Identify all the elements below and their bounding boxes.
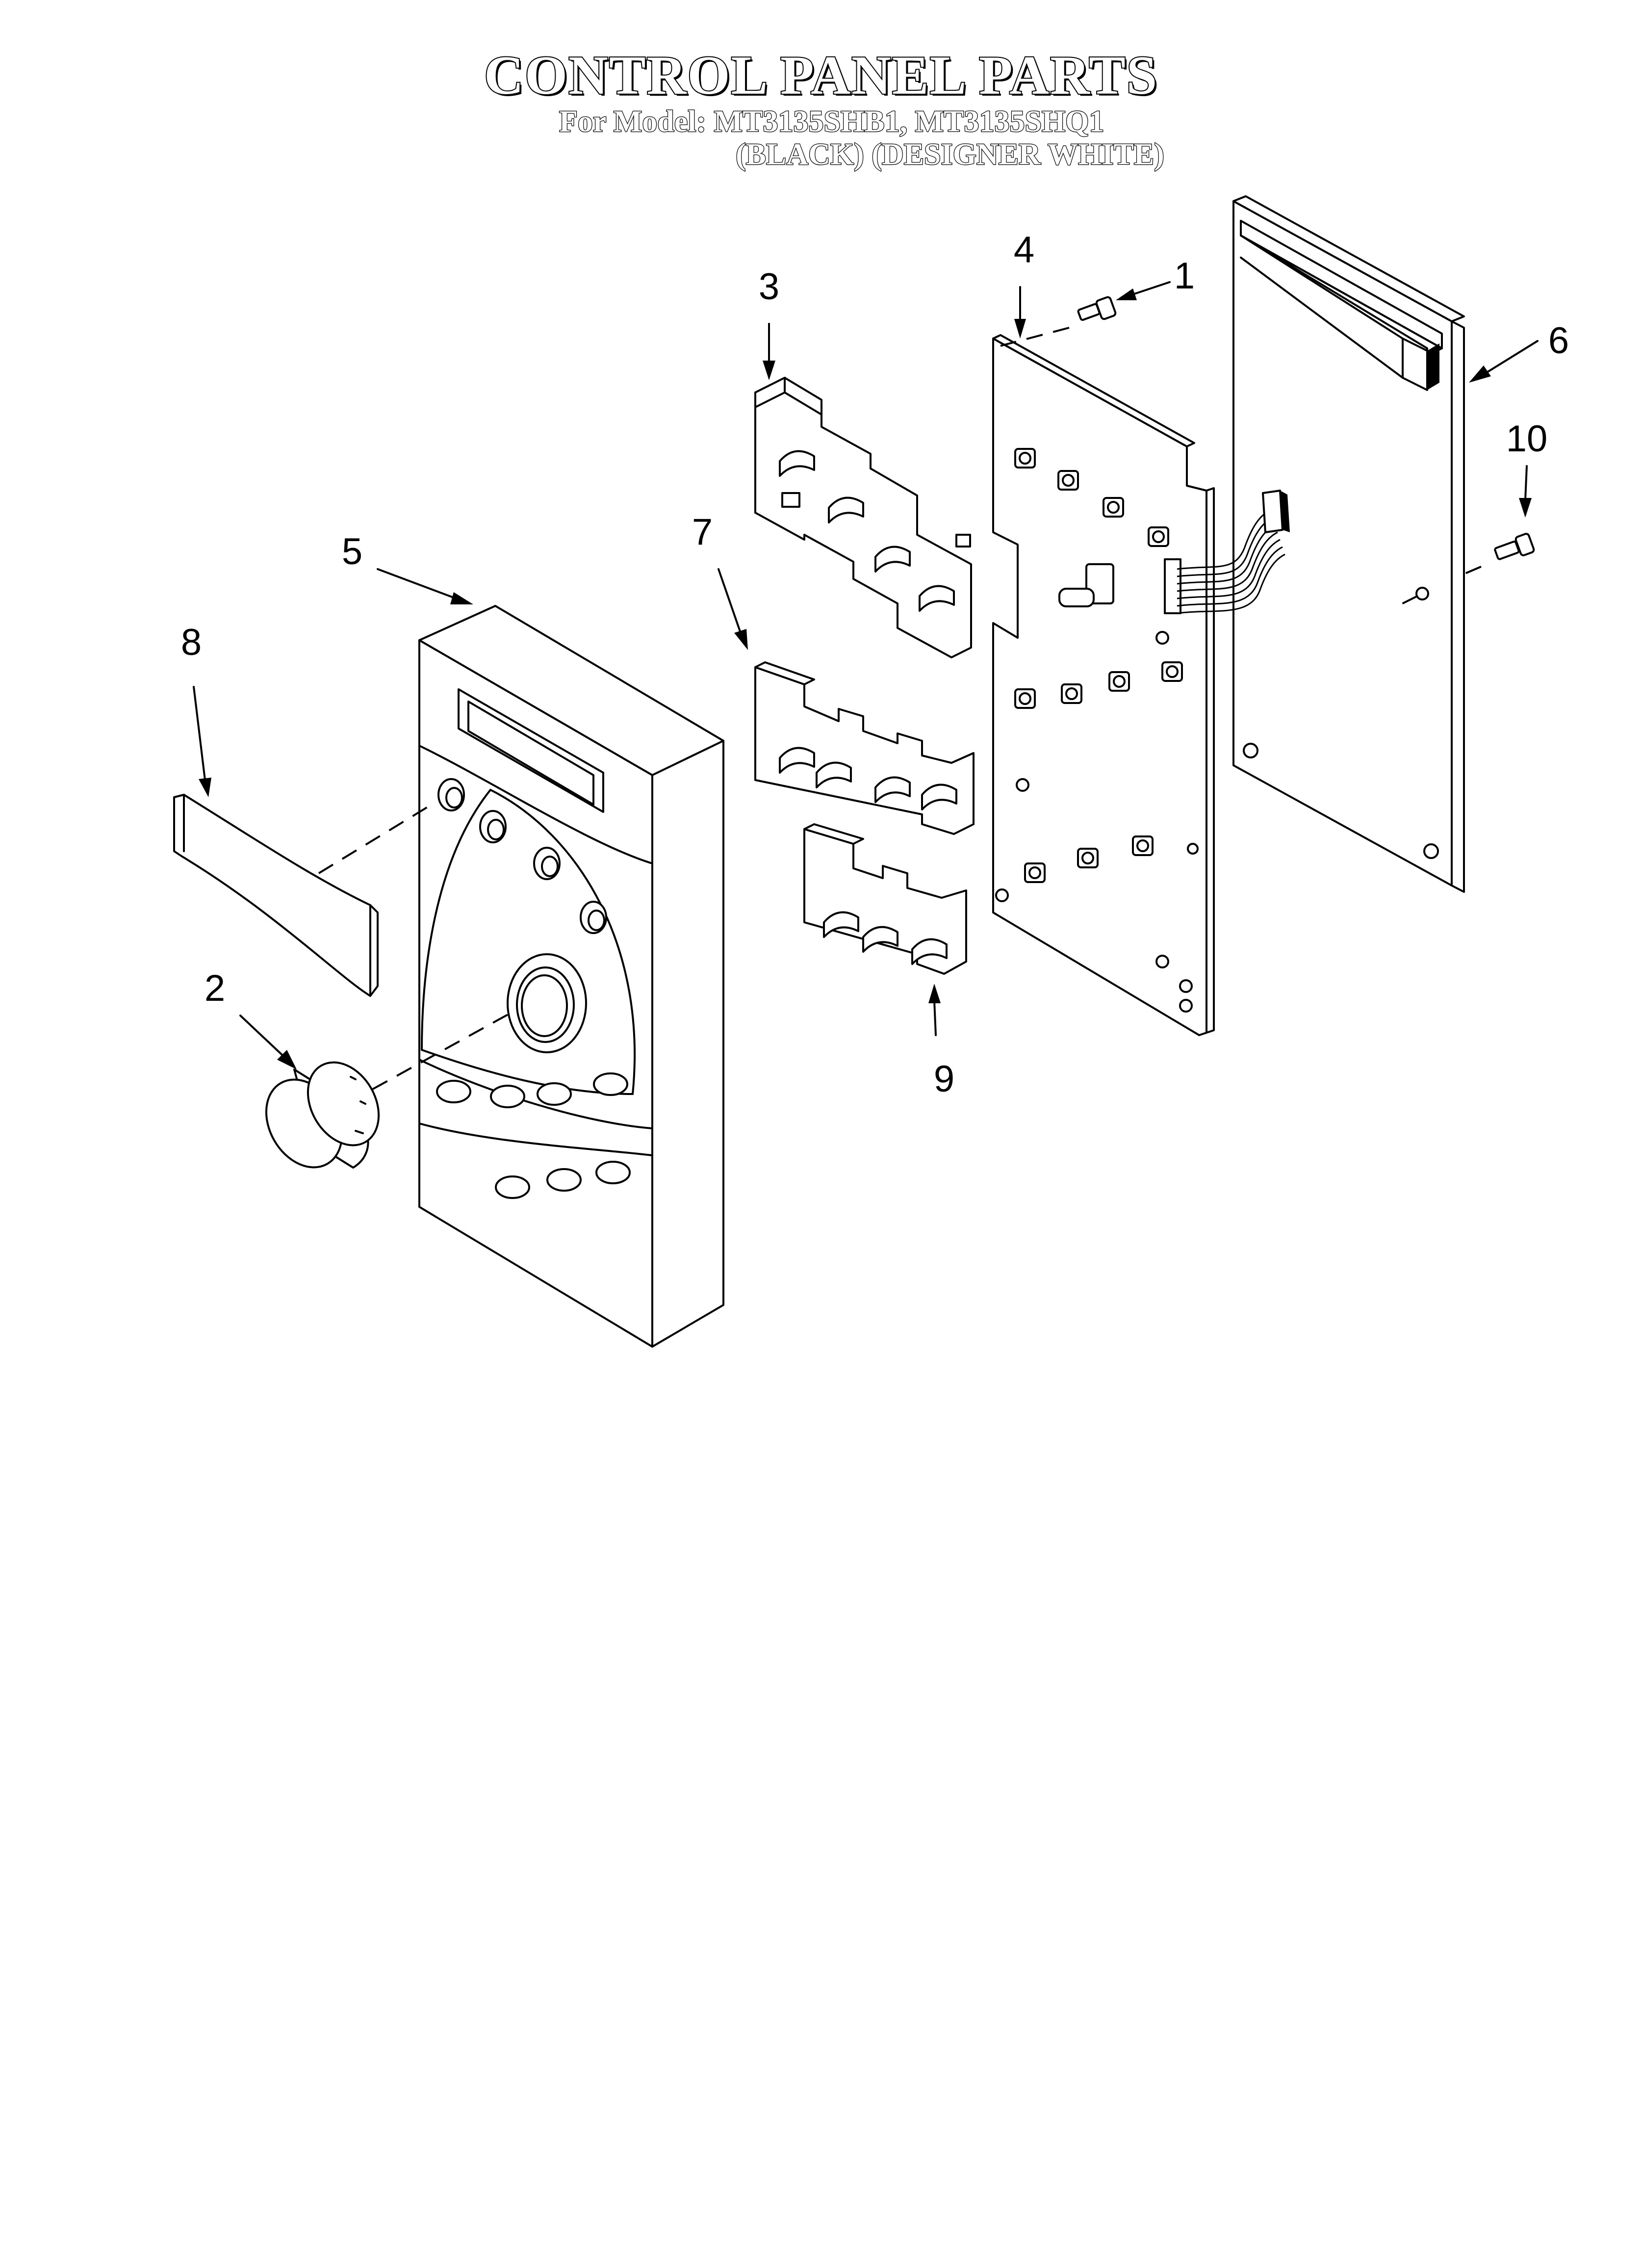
- callout-2: 2: [205, 967, 225, 1009]
- part-6-back-panel: [1232, 195, 1465, 893]
- part-2-knob: [265, 1061, 380, 1169]
- callout-7: 7: [692, 511, 713, 553]
- callout-6: 6: [1548, 320, 1569, 362]
- callout-leaders: [193, 281, 1539, 1069]
- part-4-circuit-board: [992, 334, 1215, 1036]
- part-7-switch-bracket: [754, 661, 975, 835]
- header: CONTROL PANEL PARTS: [0, 44, 1642, 107]
- part-10-screw: [1494, 533, 1535, 560]
- part-9-switch-bracket: [803, 823, 967, 975]
- variant-line: (BLACK) (DESIGNER WHITE): [735, 138, 1165, 172]
- callout-3: 3: [759, 266, 779, 308]
- model-line: For Model: MT3135SHB1, MT3135SHQ1: [559, 105, 1105, 139]
- board-switches: [1014, 448, 1183, 883]
- ribbon-cable: [1177, 490, 1290, 614]
- callout-9: 9: [934, 1058, 954, 1100]
- callout-4: 4: [1014, 229, 1034, 271]
- page-title: CONTROL PANEL PARTS: [483, 44, 1158, 107]
- callout-1: 1: [1174, 255, 1195, 297]
- callout-5: 5: [342, 531, 362, 573]
- callout-10: 10: [1506, 418, 1548, 460]
- part-3-switch-bracket: [754, 377, 972, 658]
- part-1-screw: [1077, 296, 1117, 321]
- part-8-trim-strip: [173, 794, 379, 997]
- callout-8: 8: [181, 622, 202, 663]
- part-5-control-panel-housing: [418, 605, 724, 1348]
